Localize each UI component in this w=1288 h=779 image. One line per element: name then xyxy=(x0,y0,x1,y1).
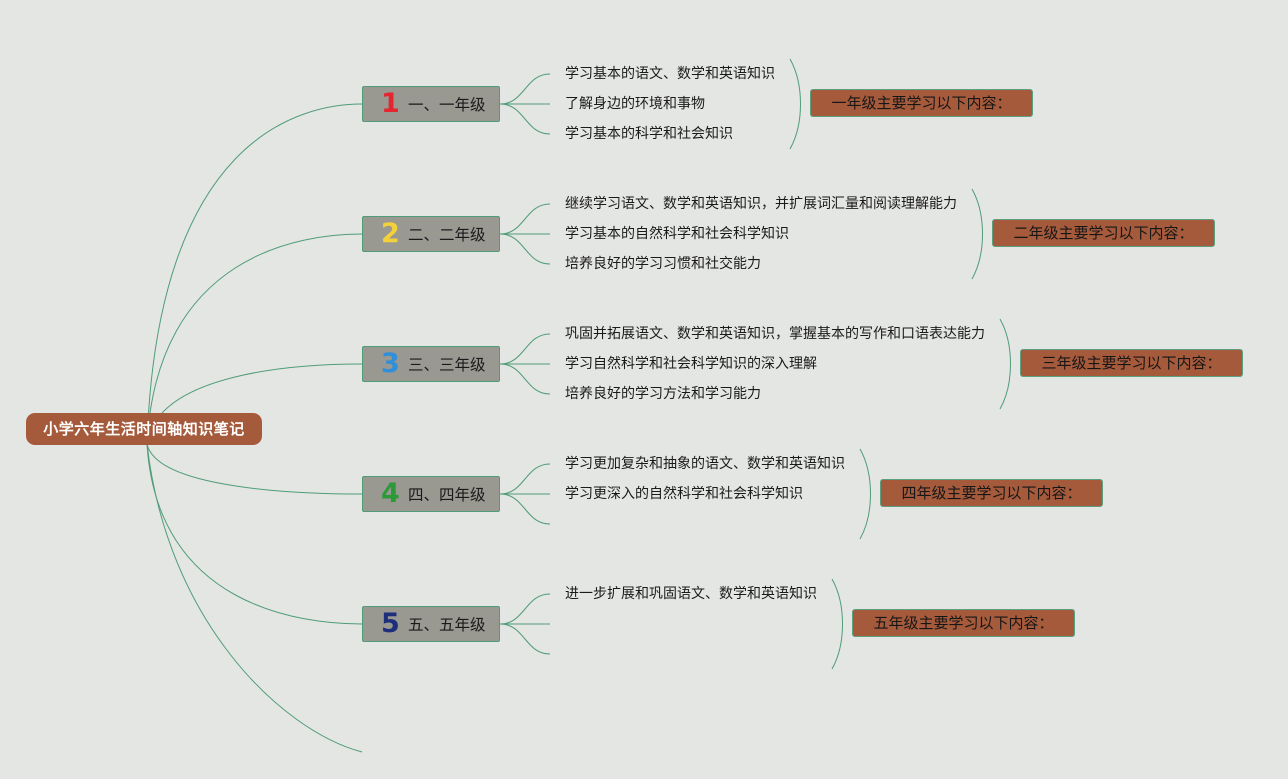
list-item[interactable]: 进一步扩展和巩固语文、数学和英语知识 xyxy=(565,586,817,602)
grade-label: 三、三年级 xyxy=(408,356,486,374)
item-branch-line xyxy=(499,333,551,365)
list-item[interactable]: 学习更深入的自然科学和社会科学知识 xyxy=(565,486,803,502)
grade-node-1[interactable]: 1 一、一年级 xyxy=(362,86,500,122)
grade-number-badge: 5 xyxy=(381,608,400,639)
list-item[interactable]: 学习基本的自然科学和社会科学知识 xyxy=(565,226,789,242)
root-branch-line xyxy=(146,443,363,495)
root-branch-line xyxy=(146,103,363,445)
grade-summary-5[interactable]: 五年级主要学习以下内容： xyxy=(852,609,1075,637)
grade-node-5[interactable]: 5 五、五年级 xyxy=(362,606,500,642)
root-branch-line xyxy=(146,233,363,445)
item-branch-line xyxy=(499,463,551,495)
list-item[interactable]: 了解身边的环境和事物 xyxy=(565,96,705,112)
summary-bracket xyxy=(831,578,843,670)
grade-label: 五、五年级 xyxy=(408,616,486,634)
grade-summary-2[interactable]: 二年级主要学习以下内容： xyxy=(992,219,1215,247)
item-branch-line xyxy=(499,73,551,105)
summary-bracket xyxy=(859,448,871,540)
root-topic[interactable]: 小学六年生活时间轴知识笔记 xyxy=(26,413,262,445)
list-item[interactable]: 继续学习语文、数学和英语知识，并扩展词汇量和阅读理解能力 xyxy=(565,196,957,212)
grade-label: 二、二年级 xyxy=(408,226,486,244)
grade-number-badge: 4 xyxy=(381,478,400,509)
list-item[interactable]: 学习基本的科学和社会知识 xyxy=(565,126,733,142)
list-item[interactable]: 培养良好的学习习惯和社交能力 xyxy=(565,256,761,272)
summary-bracket xyxy=(789,58,801,150)
list-item[interactable]: 学习自然科学和社会科学知识的深入理解 xyxy=(565,356,817,372)
grade-number-badge: 3 xyxy=(381,348,400,379)
root-branch-line xyxy=(146,443,363,753)
item-branch-line xyxy=(499,203,551,235)
root-branch-line xyxy=(146,443,363,625)
grade-summary-4[interactable]: 四年级主要学习以下内容： xyxy=(880,479,1103,507)
item-branch-line xyxy=(499,593,551,625)
item-branch-line xyxy=(499,623,551,655)
list-item[interactable]: 学习更加复杂和抽象的语文、数学和英语知识 xyxy=(565,456,845,472)
grade-node-3[interactable]: 3 三、三年级 xyxy=(362,346,500,382)
grade-number-badge: 1 xyxy=(381,88,400,119)
grade-node-2[interactable]: 2 二、二年级 xyxy=(362,216,500,252)
list-item[interactable]: 培养良好的学习方法和学习能力 xyxy=(565,386,761,402)
item-branch-line xyxy=(499,103,551,135)
item-branch-line xyxy=(499,363,551,395)
grade-number-badge: 2 xyxy=(381,218,400,249)
grade-label: 四、四年级 xyxy=(408,486,486,504)
list-item[interactable]: 学习基本的语文、数学和英语知识 xyxy=(565,66,775,82)
summary-bracket xyxy=(999,318,1011,410)
list-item[interactable]: 巩固并拓展语文、数学和英语知识，掌握基本的写作和口语表达能力 xyxy=(565,326,985,342)
grade-summary-1[interactable]: 一年级主要学习以下内容： xyxy=(810,89,1033,117)
grade-label: 一、一年级 xyxy=(408,96,486,114)
summary-bracket xyxy=(971,188,983,280)
item-branch-line xyxy=(499,233,551,265)
item-branch-line xyxy=(499,493,551,525)
grade-node-4[interactable]: 4 四、四年级 xyxy=(362,476,500,512)
grade-summary-3[interactable]: 三年级主要学习以下内容： xyxy=(1020,349,1243,377)
